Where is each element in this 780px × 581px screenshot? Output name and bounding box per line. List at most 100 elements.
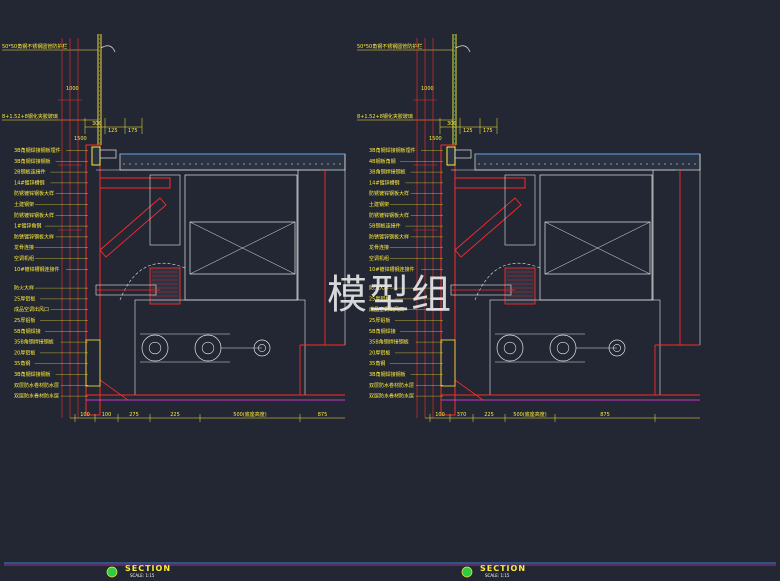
- slab-hatch-dot: [183, 163, 185, 165]
- slab-hatch-dot: [646, 163, 648, 165]
- callout-note-19: 35角钢: [14, 360, 30, 367]
- slab-hatch-dot: [682, 163, 684, 165]
- motor-inner-1: [201, 341, 215, 355]
- top-note: 50*50角钢不锈钢圆管防护栏: [2, 43, 67, 50]
- lower-wall-block: [440, 339, 456, 387]
- slab-hatch-dot: [189, 163, 191, 165]
- slab-hatch-dot: [177, 163, 179, 165]
- callout-note-8: 防锈镀锌钢板大样: [369, 233, 409, 240]
- callout-note-12: 防火大样: [14, 285, 34, 292]
- slab-hatch-dot: [213, 163, 215, 165]
- floor-slab: [119, 153, 346, 171]
- section-panel-right: 50*50角钢不锈钢圆管防护栏8+1.52+8钢化夹胶玻璃10001500300…: [357, 34, 701, 578]
- callout-note-2: 2B钢板连接件: [14, 169, 46, 176]
- ac-unit-box: [189, 221, 296, 275]
- diagonal-brace: [454, 197, 522, 258]
- bottom-dim-0: 100: [80, 412, 90, 418]
- callout-note-15: 25厚铝板: [369, 317, 390, 324]
- slab-hatch-dot: [273, 163, 275, 165]
- diagonal-brace: [99, 197, 167, 258]
- slab-hatch-dot: [562, 163, 564, 165]
- slab-hatch-dot: [255, 163, 257, 165]
- callout-note-4: 防锈镀锌钢板大样: [14, 190, 54, 197]
- callout-note-13: 25厚铝板: [369, 295, 390, 302]
- slab-hatch-dot: [141, 163, 143, 165]
- slab-hatch-dot: [490, 163, 492, 165]
- duct-curve: [119, 263, 186, 301]
- slab-hatch-dot: [267, 163, 269, 165]
- motor-inner-1: [556, 341, 570, 355]
- bracket-plate: [99, 149, 117, 159]
- slab-hatch-dot: [249, 163, 251, 165]
- slab-hatch-dot: [676, 163, 678, 165]
- slab-hatch-dot: [520, 163, 522, 165]
- section-scale: SCALE: 1:15: [485, 573, 510, 578]
- top-dim-2: 125: [108, 128, 118, 134]
- callout-note-21: 双层防水卷材防水层: [369, 382, 414, 389]
- slab-hatch-dot: [592, 163, 594, 165]
- side-dim-1: 1000: [421, 86, 434, 92]
- motor-circle-0: [496, 334, 524, 362]
- slab-hatch-dot: [201, 163, 203, 165]
- bottom-dim-1: 100: [102, 412, 112, 418]
- callout-note-5: 土建钢架: [369, 201, 389, 208]
- steel-bracket-top: [91, 146, 101, 166]
- slab-hatch-dot: [123, 163, 125, 165]
- lower-wall-block: [85, 339, 101, 387]
- bottom-dim-0: 100: [435, 412, 445, 418]
- callout-note-0: 3B角钢焊接钢板埋件: [14, 147, 61, 154]
- slab-hatch-dot: [532, 163, 534, 165]
- slab-hatch-dot: [153, 163, 155, 165]
- glass-note: 8+1.52+8钢化夹胶玻璃: [2, 113, 58, 120]
- slab-hatch-dot: [586, 163, 588, 165]
- slab-hatch-dot: [231, 163, 233, 165]
- section-marker-icon: [106, 566, 118, 578]
- handrail-curve: [455, 45, 471, 53]
- steel-channel: [454, 177, 526, 189]
- bottom-dim-5: 875: [318, 412, 328, 418]
- callout-note-22: 双层防水卷材防水层: [14, 393, 59, 400]
- slab-hatch-dot: [628, 163, 630, 165]
- slab-hatch-dot: [598, 163, 600, 165]
- callout-note-14: 成品空调出风口: [14, 306, 49, 313]
- callout-note-17: 35B角钢焊接钢板: [369, 339, 409, 346]
- slab-hatch-dot: [526, 163, 528, 165]
- top-dim-3: 175: [483, 128, 493, 134]
- callout-note-9: 龙骨连接: [369, 244, 389, 251]
- slab-hatch-dot: [694, 163, 696, 165]
- callout-note-7: 1#镀锌角钢: [14, 223, 41, 230]
- slab-hatch-dot: [207, 163, 209, 165]
- top-dim-1: 300: [92, 121, 102, 127]
- bottom-dim-4: 875: [600, 412, 610, 418]
- slab-hatch-dot: [309, 163, 311, 165]
- section-marker-icon: [461, 566, 473, 578]
- slab-hatch-dot: [508, 163, 510, 165]
- callout-note-16: 5B角钢焊接: [14, 328, 41, 335]
- top-dim-3: 175: [128, 128, 138, 134]
- top-dim-1: 300: [447, 121, 457, 127]
- slab-hatch-dot: [544, 163, 546, 165]
- slab-hatch-dot: [165, 163, 167, 165]
- slab-hatch-dot: [339, 163, 341, 165]
- slab-hatch-dot: [604, 163, 606, 165]
- callout-note-14: 成品空调出风口: [369, 306, 404, 313]
- ac-unit-box: [544, 221, 651, 275]
- section-title: SECTION: [480, 564, 526, 573]
- slab-hatch-dot: [261, 163, 263, 165]
- wall-column: [85, 144, 101, 416]
- slab-hatch-dot: [291, 163, 293, 165]
- vent-grille-block: [504, 267, 536, 305]
- callout-note-18: 20厚铝板: [369, 349, 390, 356]
- callout-note-8: 防锈镀锌钢板大样: [14, 233, 54, 240]
- side-dim-2: 1500: [429, 136, 442, 142]
- section-scale: SCALE: 1:15: [130, 573, 155, 578]
- slab-hatch-dot: [568, 163, 570, 165]
- callout-note-3: 14#镀锌槽钢: [369, 179, 400, 186]
- floor-slab: [474, 153, 701, 171]
- callout-note-0: 3B角钢焊接钢板埋件: [369, 147, 416, 154]
- callout-note-20: 3B角钢焊接钢板: [14, 371, 51, 378]
- slab-hatch-dot: [327, 163, 329, 165]
- section-title: SECTION: [125, 564, 171, 573]
- steel-channel: [99, 177, 171, 189]
